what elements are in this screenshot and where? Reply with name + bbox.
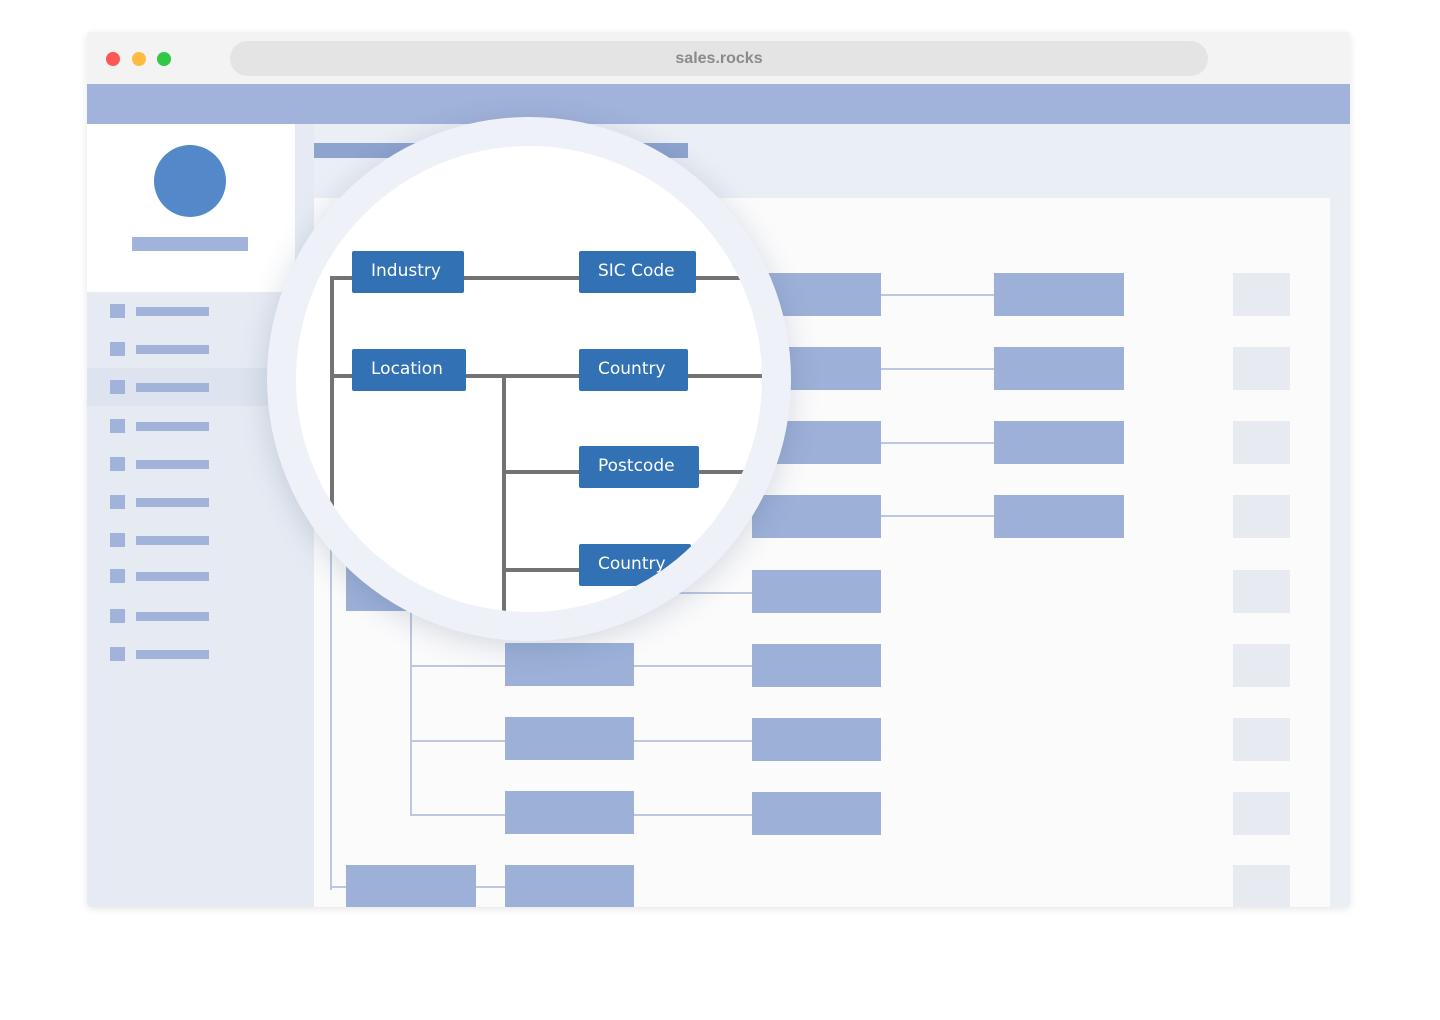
minimize-window-button[interactable] [132,52,146,66]
tree-node-postcode[interactable]: Postcode [579,446,699,488]
tree-connector [634,665,752,667]
tree-connector [634,592,752,594]
tree-node-location[interactable]: Location [352,349,466,391]
tree-node-placeholder [994,273,1124,316]
tree-connector [330,374,352,378]
sidebar-item[interactable] [87,330,314,368]
sidebar-item-icon [110,342,125,356]
sidebar-item-label [136,460,209,469]
tree-node-placeholder [994,495,1124,538]
sidebar-item-icon [110,533,125,547]
app-header-bar [87,84,1350,124]
sidebar-item-icon [110,380,125,394]
sidebar-item[interactable] [87,483,314,521]
tree-connector [476,886,505,888]
tree-connector [634,814,752,816]
tree-connector [881,368,994,370]
tree-connector [881,515,994,517]
tree-connector [410,665,505,667]
tree-node-placeholder [505,791,634,834]
browser-window: sales.rocks [87,32,1350,907]
tree-node-placeholder [752,570,881,613]
sidebar-item-label [136,650,209,659]
tree-node-placeholder [505,865,634,907]
sidebar-item-label [136,383,209,392]
tree-connector [634,740,752,742]
tree-connector [881,442,994,444]
tree-node-placeholder [752,792,881,835]
sidebar-item[interactable] [87,635,314,673]
sidebar-item-icon [110,304,125,318]
row-end-placeholder [1233,421,1290,464]
tree-node-placeholder [505,643,634,686]
row-end-placeholder [1233,644,1290,687]
magnifier-lens: Industry SIC Code Location Country Postc… [267,117,791,641]
tree-node-placeholder [505,717,634,760]
sidebar-item[interactable] [87,445,314,483]
tree-branch-line [410,608,412,816]
tree-node-placeholder [994,421,1124,464]
row-end-placeholder [1233,865,1290,907]
sidebar-item[interactable] [87,292,314,330]
sidebar-item[interactable] [87,597,314,635]
tree-node-placeholder [994,347,1124,390]
magnified-tree: Industry SIC Code Location Country Postc… [296,146,762,612]
sidebar-item-label [136,612,209,621]
tree-node-placeholder [752,718,881,761]
sidebar-item-label [136,345,209,354]
sidebar-item[interactable] [87,557,314,595]
tree-connector [881,294,994,296]
tree-node-sic-code[interactable]: SIC Code [579,251,696,293]
sidebar-item[interactable] [87,407,314,445]
tree-node-country-secondary[interactable]: Country [579,544,691,586]
tree-connector [410,814,505,816]
tree-connector [330,276,352,280]
tree-connector [502,470,579,474]
row-end-placeholder [1233,347,1290,390]
sidebar-item-label [136,572,209,581]
sidebar-item-icon [110,457,125,471]
avatar[interactable] [154,145,226,217]
profile-area [87,124,295,292]
tree-connector [502,568,579,572]
sidebar-item-label [136,498,209,507]
sidebar-item-icon [110,419,125,433]
tree-node-placeholder [752,495,881,538]
sidebar-item-icon [110,569,125,583]
sidebar [87,124,314,907]
profile-name-placeholder [132,237,248,251]
tree-connector [696,276,762,280]
sidebar-item[interactable] [87,521,314,559]
sidebar-item-label [136,536,209,545]
tree-connector [466,374,579,378]
row-end-placeholder [1233,273,1290,316]
row-end-placeholder [1233,718,1290,761]
tree-node-industry[interactable]: Industry [352,251,464,293]
tree-connector [330,886,346,888]
tree-node-country[interactable]: Country [579,349,688,391]
address-bar[interactable]: sales.rocks [230,41,1208,76]
tree-connector [699,470,762,474]
row-end-placeholder [1233,495,1290,538]
sidebar-item-icon [110,647,125,661]
tree-connector [688,374,762,378]
row-end-placeholder [1233,570,1290,613]
browser-titlebar: sales.rocks [87,32,1350,84]
sidebar-item-icon [110,495,125,509]
tree-node-placeholder [346,865,476,907]
sidebar-item-label [136,307,209,316]
close-window-button[interactable] [106,52,120,66]
tree-branch-line [502,374,506,612]
sidebar-item-label [136,422,209,431]
tree-connector [464,276,579,280]
row-end-placeholder [1233,792,1290,835]
sidebar-item-icon [110,609,125,623]
tree-node-placeholder [752,644,881,687]
maximize-window-button[interactable] [157,52,171,66]
tree-trunk-line [330,276,334,612]
tree-connector [410,740,505,742]
